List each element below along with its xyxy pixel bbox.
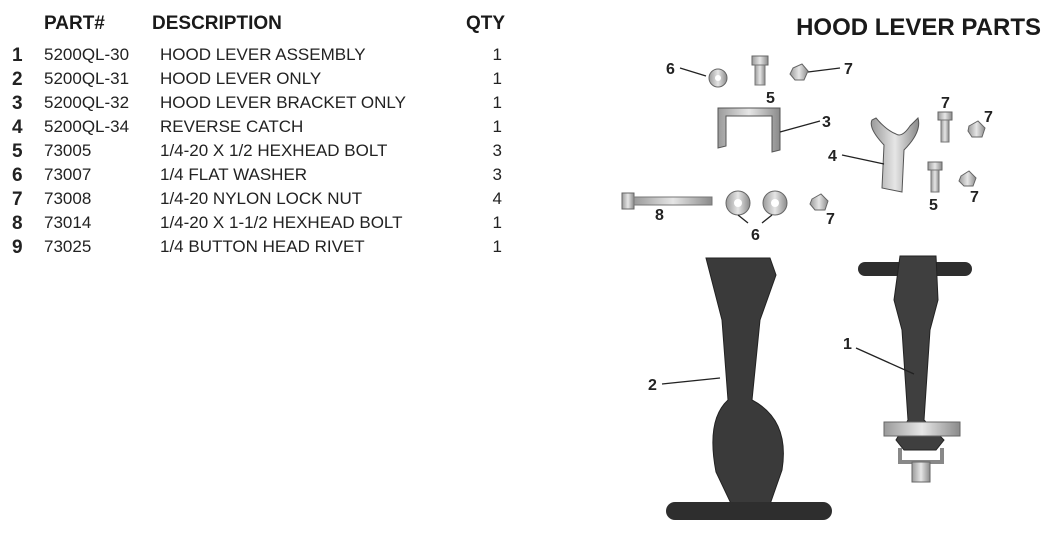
callout-label: 6 xyxy=(666,61,675,78)
cell-desc: 1/4 FLAT WASHER xyxy=(160,165,308,184)
callout-label: 7 xyxy=(941,95,950,112)
cell-part: 73025 xyxy=(44,237,92,256)
callout-label: 7 xyxy=(844,61,853,78)
cell-desc: HOOD LEVER ASSEMBLY xyxy=(160,45,366,64)
table-row: 8 73014 1/4-20 X 1-1/2 HEXHEAD BOLT 1 xyxy=(0,213,520,237)
hood-lever-assembly-icon xyxy=(858,255,972,483)
header-qty: QTY xyxy=(466,13,506,34)
cell-qty: 1 xyxy=(492,117,502,136)
callout-label: 8 xyxy=(655,207,664,224)
table-row: 2 5200QL-31 HOOD LEVER ONLY 1 xyxy=(0,69,520,93)
cell-part: 73008 xyxy=(44,189,92,208)
cell-num: 2 xyxy=(12,69,23,90)
cell-qty: 1 xyxy=(492,69,502,88)
cell-part: 5200QL-31 xyxy=(44,69,130,88)
page-title: HOOD LEVER PARTS xyxy=(796,14,1041,41)
callout-label: 5 xyxy=(929,197,938,214)
cell-num: 6 xyxy=(12,165,23,186)
cell-qty: 3 xyxy=(492,165,502,184)
cell-part: 73007 xyxy=(44,165,92,184)
cell-part: 73005 xyxy=(44,141,92,160)
cell-num: 9 xyxy=(12,237,23,258)
cell-qty: 3 xyxy=(492,141,502,160)
cell-qty: 4 xyxy=(492,189,502,208)
cell-desc: REVERSE CATCH xyxy=(160,117,304,136)
washer-icon xyxy=(708,68,728,88)
table-row: 5 73005 1/4-20 X 1/2 HEXHEAD BOLT 3 xyxy=(0,141,520,165)
callout-label: 4 xyxy=(828,148,837,165)
leader-lines xyxy=(661,67,915,385)
cell-desc: HOOD LEVER BRACKET ONLY xyxy=(160,93,406,112)
callout-label: 2 xyxy=(648,377,657,394)
bolt-icon xyxy=(937,111,953,143)
cell-desc: HOOD LEVER ONLY xyxy=(160,69,322,88)
callout-label: 7 xyxy=(970,189,979,206)
hood-lever-icon xyxy=(666,257,832,520)
bolt-icon xyxy=(927,161,943,193)
nut-icon xyxy=(958,170,977,187)
table-row: 7 73008 1/4-20 NYLON LOCK NUT 4 xyxy=(0,189,520,213)
cell-num: 5 xyxy=(12,141,23,162)
header-description: DESCRIPTION xyxy=(152,13,282,34)
bolt-icon xyxy=(751,55,769,86)
cell-num: 8 xyxy=(12,213,23,234)
table-row: 1 5200QL-30 HOOD LEVER ASSEMBLY 1 xyxy=(0,45,520,69)
cell-desc: 1/4-20 X 1/2 HEXHEAD BOLT xyxy=(160,141,388,160)
cell-part: 5200QL-30 xyxy=(44,45,130,64)
table-row: 3 5200QL-32 HOOD LEVER BRACKET ONLY 1 xyxy=(0,93,520,117)
long-bolt-icon xyxy=(621,192,713,210)
table-row: 9 73025 1/4 BUTTON HEAD RIVET 1 xyxy=(0,237,520,261)
cell-num: 1 xyxy=(12,45,23,66)
cell-desc: 1/4 BUTTON HEAD RIVET xyxy=(160,237,365,256)
nut-icon xyxy=(789,63,809,81)
nut-icon xyxy=(809,193,829,211)
cell-part: 5200QL-32 xyxy=(44,93,130,112)
cell-num: 4 xyxy=(12,117,23,138)
cell-qty: 1 xyxy=(492,93,502,112)
reverse-catch-icon xyxy=(870,117,920,193)
table-row: 6 73007 1/4 FLAT WASHER 3 xyxy=(0,165,520,189)
cell-qty: 1 xyxy=(492,237,502,256)
cell-part: 73014 xyxy=(44,213,92,232)
cell-desc: 1/4-20 NYLON LOCK NUT xyxy=(160,189,363,208)
cell-part: 5200QL-34 xyxy=(44,117,130,136)
callout-label: 6 xyxy=(751,227,760,244)
cell-qty: 1 xyxy=(492,45,502,64)
cell-desc: 1/4-20 X 1-1/2 HEXHEAD BOLT xyxy=(160,213,403,232)
cell-num: 3 xyxy=(12,93,23,114)
washer-icon xyxy=(762,190,788,216)
callout-label: 1 xyxy=(843,336,852,353)
bracket-icon xyxy=(717,107,781,153)
washer-icon xyxy=(725,190,751,216)
header-part: PART# xyxy=(44,13,105,34)
table-row: 4 5200QL-34 REVERSE CATCH 1 xyxy=(0,117,520,141)
callout-label: 7 xyxy=(984,109,993,126)
nut-icon xyxy=(967,120,986,138)
cell-qty: 1 xyxy=(492,213,502,232)
callout-label: 5 xyxy=(766,90,775,107)
cell-num: 7 xyxy=(12,189,23,210)
callout-label: 7 xyxy=(826,211,835,228)
callout-label: 3 xyxy=(822,114,831,131)
callout-labels: 6 5 7 3 7 7 4 5 7 8 6 7 2 1 xyxy=(648,61,993,394)
